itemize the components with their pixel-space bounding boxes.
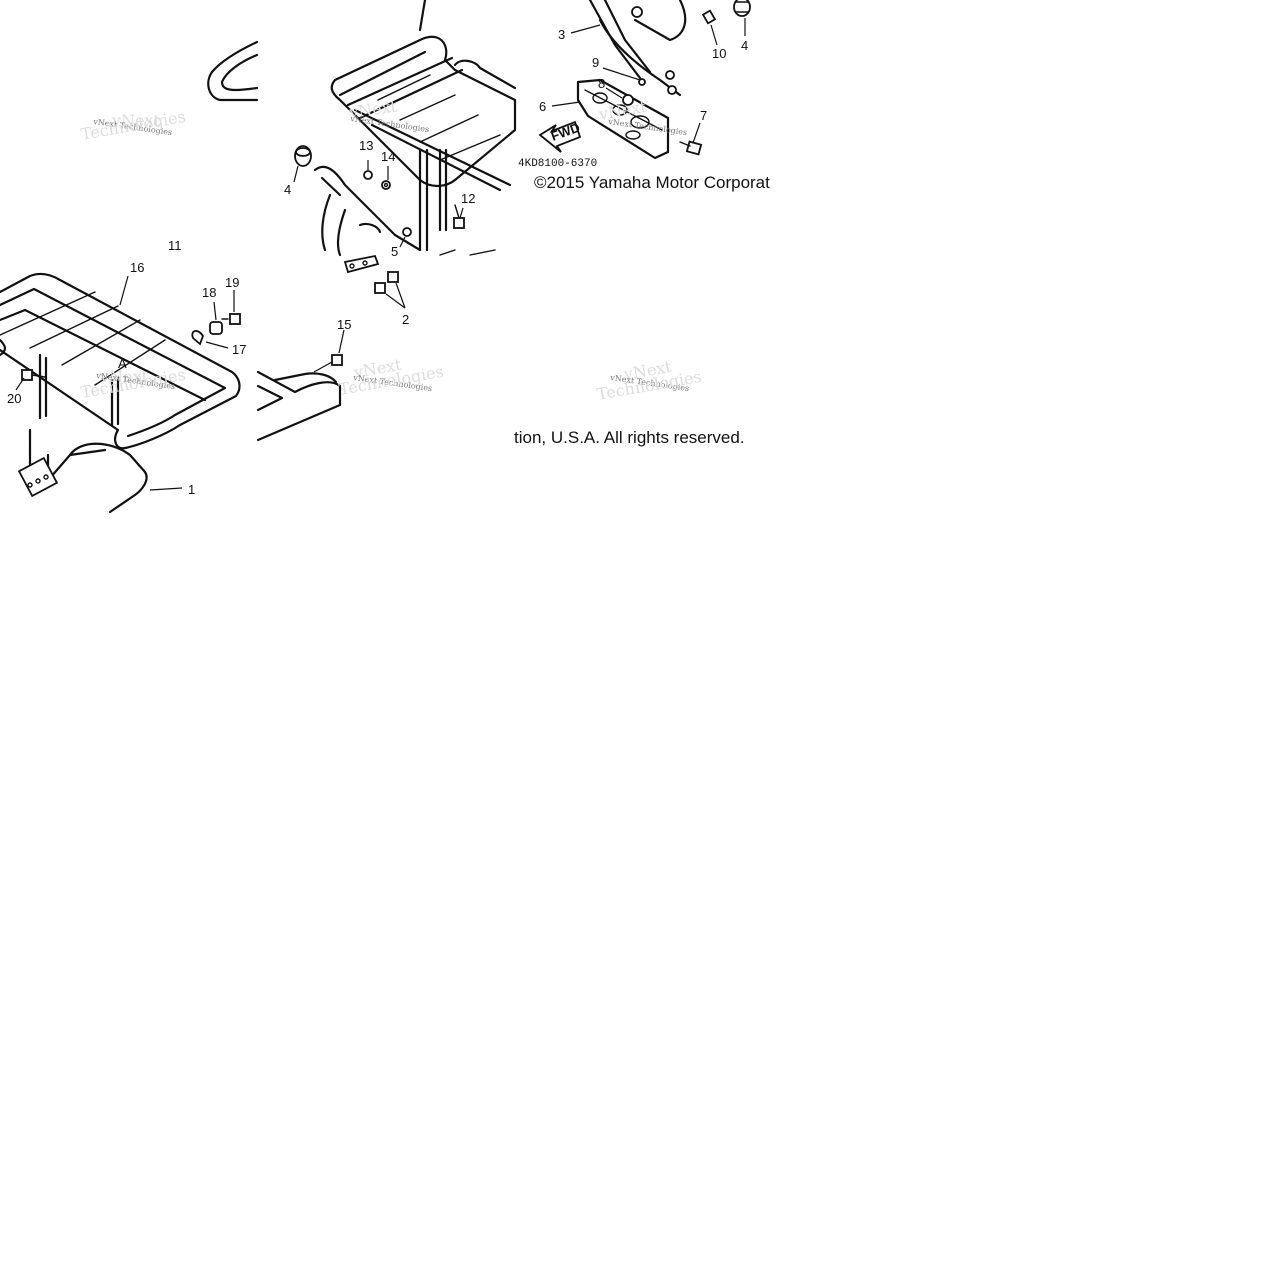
callout-17: 17 <box>232 342 246 357</box>
rear-carrier-fragment-top-left: vNext vNext Technologies Technologies <box>79 40 259 144</box>
bolt-part <box>221 313 241 325</box>
bracket-part <box>343 254 380 274</box>
callout-numbers: 1 2 3 4 4 5 6 7 8 9 10 11 12 13 14 15 16… <box>7 27 748 497</box>
callout-5: 5 <box>391 244 398 259</box>
callout-15: 15 <box>337 317 351 332</box>
watermark-text: vNext Technologies <box>349 114 430 134</box>
callout-4-right: 4 <box>741 38 748 53</box>
callout-14: 14 <box>381 149 395 164</box>
callout-13: 13 <box>359 138 373 153</box>
front-carrier-lower-fragment: vNext vNext Technologies Technologies <box>256 254 445 442</box>
callout-8: 8 <box>598 76 605 91</box>
grommet-part <box>733 0 751 17</box>
bolt-part <box>701 9 717 25</box>
rear-carrier-drawing: A vNext vNext Technologies Technologies <box>0 272 241 514</box>
blank-tile-bottom-right: vNext vNext Technologies Technologies ti… <box>514 357 745 447</box>
grommet-part <box>294 145 312 167</box>
callout-19: 19 <box>225 275 239 290</box>
front-carrier-drawing: vNext vNext Technologies <box>293 0 517 257</box>
svg-text:vNext: vNext <box>99 367 149 386</box>
callout-18: 18 <box>202 285 216 300</box>
callout-9: 9 <box>592 55 599 70</box>
callout-4-left: 4 <box>284 182 291 197</box>
copyright-line-1: ©2015 Yamaha Motor Corporat <box>534 173 770 192</box>
diagram-code: 4KD8100-6370 <box>518 158 597 170</box>
callout-10: 10 <box>712 46 726 61</box>
callout-20: 20 <box>7 391 21 406</box>
callout-11: 11 <box>168 238 182 253</box>
mounting-bracket <box>17 456 59 498</box>
svg-text:vNext: vNext <box>111 111 161 130</box>
watermark-text: vNext Technologies <box>607 117 688 137</box>
callout-2: 2 <box>402 312 409 327</box>
callout-12: 12 <box>461 191 475 206</box>
callout-7: 7 <box>700 108 707 123</box>
arrow-marker-label: A <box>118 356 127 371</box>
bolt-part <box>21 369 46 381</box>
callout-1: 1 <box>188 482 195 497</box>
bolt-part <box>679 140 703 156</box>
copyright-line-2: tion, U.S.A. All rights reserved. <box>514 428 745 447</box>
forward-direction-arrow: FWD <box>538 120 582 153</box>
callout-16: 16 <box>130 260 144 275</box>
collar-part <box>209 321 223 335</box>
callout-6: 6 <box>539 99 546 114</box>
bolt-part <box>453 204 465 229</box>
callout-3: 3 <box>558 27 565 42</box>
skid-plate-drawing: FWD vNext vNext Technologies 4KD8100-637… <box>518 0 770 192</box>
